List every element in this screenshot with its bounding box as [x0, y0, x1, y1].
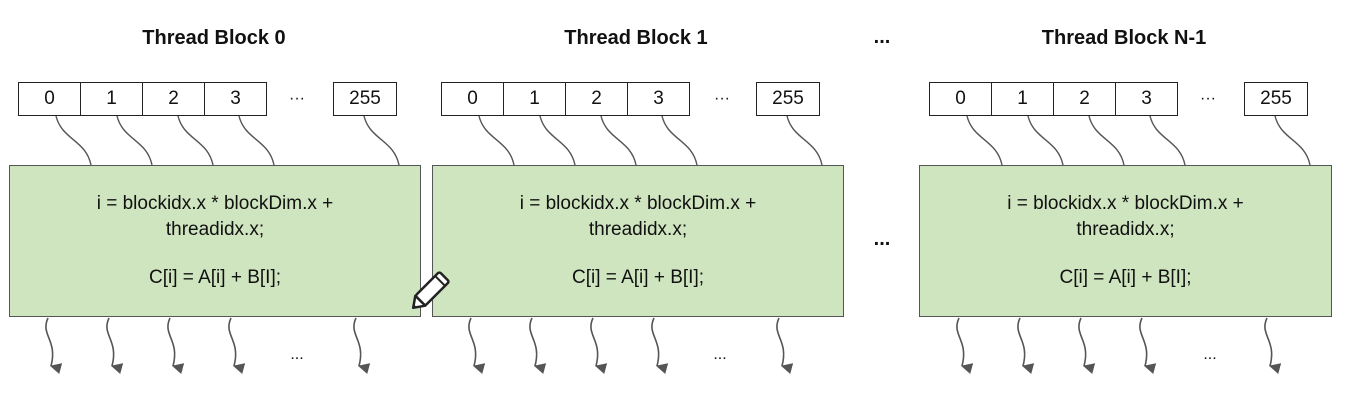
code-line: threadidx.x;	[165, 219, 265, 240]
output-arrow	[651, 317, 669, 375]
output-arrow	[1078, 317, 1096, 375]
thread-connector	[1149, 115, 1186, 166]
blocks-ellipsis-top: ...	[873, 26, 891, 48]
thread-connector	[600, 115, 637, 166]
block-title-0: Thread Block 0	[142, 27, 286, 49]
output-arrow	[45, 317, 63, 375]
thread-cells-block-1: 0 1 2 3	[441, 82, 690, 116]
kernel-code-box-1: i = blockidx.x * blockDim.x + threadidx.…	[432, 165, 844, 317]
thread-cell: 2	[142, 82, 204, 116]
output-arrow	[529, 317, 547, 375]
code-line: threadidx.x;	[588, 219, 688, 240]
output-arrow	[353, 317, 371, 375]
thread-cell: 2	[1053, 82, 1115, 116]
output-ellipsis: ...	[1203, 346, 1217, 363]
blocks-ellipsis-middle: ...	[873, 228, 891, 250]
output-arrow	[590, 317, 608, 375]
code-line: i = blockidx.x * blockDim.x +	[96, 193, 334, 214]
thread-cell-ellipsis: ···	[714, 90, 730, 107]
thread-cell: 3	[204, 82, 267, 116]
output-arrow	[228, 317, 246, 375]
thread-cell: 0	[18, 82, 80, 116]
thread-cell: 1	[503, 82, 565, 116]
thread-connector	[1027, 115, 1064, 166]
thread-cell: 1	[80, 82, 142, 116]
thread-connector	[786, 115, 823, 166]
code-line: i = blockidx.x * blockDim.x +	[1007, 193, 1244, 214]
block-title-n-1: Thread Block N-1	[1041, 27, 1207, 49]
thread-cell-last: 255	[756, 82, 820, 116]
output-arrow	[1139, 317, 1157, 375]
block-title-1: Thread Block 1	[564, 27, 708, 49]
thread-cells-block-n-1: 0 1 2 3	[929, 82, 1178, 116]
code-line: C[i] = A[i] + B[I];	[1059, 267, 1192, 288]
output-arrow	[106, 317, 124, 375]
output-arrow	[1017, 317, 1035, 375]
output-arrow	[468, 317, 486, 375]
thread-cell-last: 255	[333, 82, 397, 116]
thread-cell-ellipsis: ···	[289, 90, 305, 107]
thread-connector	[238, 115, 275, 166]
thread-cell: 0	[441, 82, 503, 116]
thread-cells-block-0: 0 1 2 3	[18, 82, 267, 116]
thread-connector	[661, 115, 698, 166]
thread-connector	[478, 115, 515, 166]
thread-connector	[1274, 115, 1311, 166]
thread-cell-ellipsis: ···	[1200, 90, 1216, 107]
thread-cell: 1	[991, 82, 1053, 116]
thread-cell: 0	[929, 82, 991, 116]
code-line: C[i] = A[i] + B[I];	[572, 267, 704, 288]
thread-connector	[363, 115, 400, 166]
thread-connector	[116, 115, 153, 166]
thread-cell: 3	[1115, 82, 1178, 116]
kernel-code-box-0: i = blockidx.x * blockDim.x + threadidx.…	[9, 165, 421, 317]
thread-cell-last: 255	[1244, 82, 1308, 116]
thread-connector	[966, 115, 1003, 166]
output-arrow	[956, 317, 974, 375]
thread-connector	[55, 115, 92, 166]
code-line: i = blockidx.x * blockDim.x +	[519, 193, 757, 214]
output-ellipsis: ...	[290, 346, 304, 363]
output-arrow	[1264, 317, 1282, 375]
output-arrow	[167, 317, 185, 375]
pencil-icon	[411, 271, 450, 310]
thread-cell: 2	[565, 82, 627, 116]
output-arrow	[776, 317, 794, 375]
code-line: C[i] = A[i] + B[I];	[149, 267, 281, 288]
kernel-code-box-n-1: i = blockidx.x * blockDim.x + threadidx.…	[919, 165, 1332, 317]
output-ellipsis: ...	[713, 346, 727, 363]
thread-cell: 3	[627, 82, 690, 116]
thread-connector	[177, 115, 214, 166]
thread-connector	[539, 115, 576, 166]
thread-connector	[1088, 115, 1125, 166]
code-line: threadidx.x;	[1076, 219, 1175, 240]
